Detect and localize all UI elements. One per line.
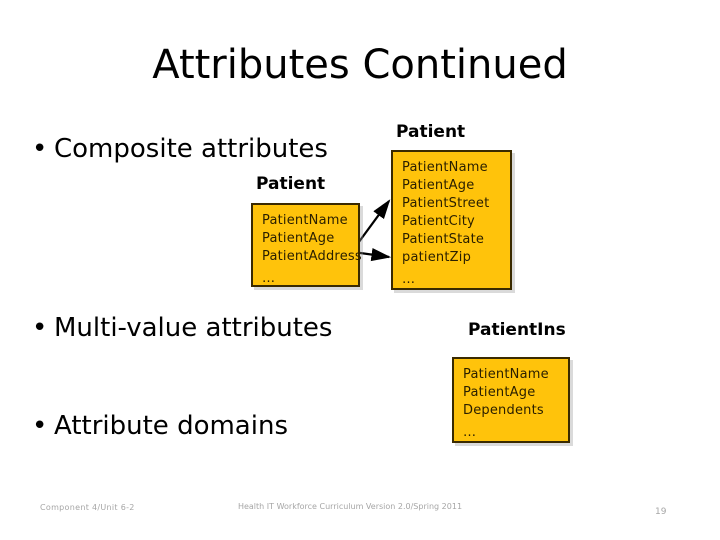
attribute-row: PatientName — [262, 213, 348, 228]
attribute-row: PatientName — [463, 367, 549, 382]
attribute-row: PatientAddress — [262, 249, 362, 264]
attribute-row: PatientAge — [262, 231, 335, 246]
bullet-multi-value-attributes: •Multi-value attributes — [32, 313, 332, 343]
footer-curriculum-version: Health IT Workforce Curriculum Version 2… — [237, 502, 463, 511]
footer-component-unit: Component 4/Unit 6-2 — [40, 503, 135, 512]
entity-box-patient-source: PatientName PatientAge PatientAddress … — [251, 203, 362, 287]
entity-caption-patient-expanded: Patient — [396, 122, 466, 142]
bullet-composite-attributes: •Composite attributes — [32, 134, 328, 164]
attribute-ellipsis: … — [463, 425, 479, 440]
bullet-marker-icon: • — [32, 313, 48, 343]
bullet-label: Multi-value attributes — [54, 313, 333, 343]
entity-caption-patient-ins: PatientIns — [468, 320, 566, 340]
attribute-row: PatientCity — [402, 214, 475, 229]
attribute-ellipsis: … — [262, 271, 278, 286]
entity-caption-patient-source: Patient — [256, 174, 326, 194]
bullet-marker-icon: • — [32, 134, 48, 164]
bullet-label: Composite attributes — [54, 134, 328, 164]
entity-box-patient-ins: PatientName PatientAge Dependents … — [452, 357, 570, 443]
bullet-marker-icon: • — [32, 411, 48, 441]
attribute-ellipsis: … — [402, 272, 418, 287]
attribute-row: PatientAge — [463, 385, 536, 400]
page-title: Attributes Continued — [152, 42, 568, 88]
bullet-attribute-domains: •Attribute domains — [32, 411, 288, 441]
footer-page-number: 19 — [655, 507, 667, 517]
attribute-row: PatientState — [402, 232, 485, 247]
entity-box-patient-expanded: PatientName PatientAge PatientStreet Pat… — [391, 150, 512, 290]
bullet-label: Attribute domains — [54, 411, 288, 441]
attribute-row: PatientAge — [402, 178, 475, 193]
attribute-row: Dependents — [463, 403, 544, 418]
attribute-row: PatientName — [402, 160, 488, 175]
attribute-row: patientZip — [402, 250, 472, 265]
attribute-row: PatientStreet — [402, 196, 490, 211]
